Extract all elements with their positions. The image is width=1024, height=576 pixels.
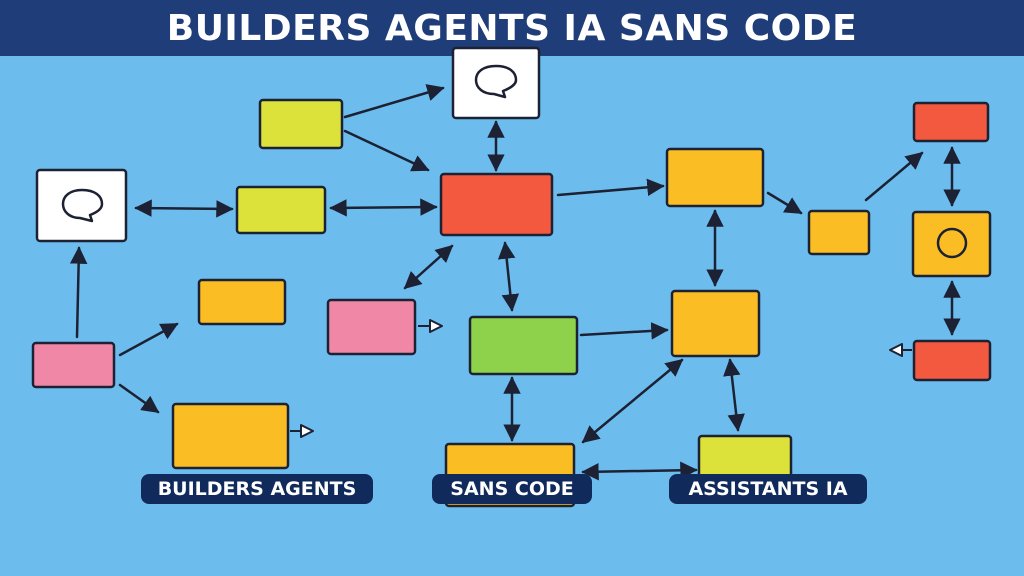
green-box <box>468 315 579 376</box>
red-box-top-right <box>912 101 990 143</box>
label-assistants-ia: ASSISTANTS IA <box>669 474 867 504</box>
chat-bubble-icon <box>61 188 104 223</box>
chat-box-top <box>451 46 541 120</box>
arrowhead-pink-out <box>418 319 443 333</box>
arrow-hub-orange <box>556 178 665 197</box>
arrow-green-orange <box>579 322 669 340</box>
arrow-hub-green <box>497 241 520 312</box>
arrow-chat-left-yellow <box>134 199 234 218</box>
yellow-green-box-top <box>258 98 344 150</box>
label-builders-agents: BUILDERS AGENTS <box>141 474 373 504</box>
arrow-yellow-hub <box>329 198 438 217</box>
chat-box-left <box>35 168 128 243</box>
circle-icon <box>936 227 968 259</box>
arrow-orange-bottom-left <box>581 358 684 444</box>
page-title: BUILDERS AGENTS IA SANS CODE <box>166 7 858 49</box>
pink-box-left <box>31 341 116 389</box>
orange-box-left <box>197 278 287 326</box>
orange-box-top <box>665 147 765 208</box>
arrow-hub-pink <box>403 244 454 290</box>
arrowhead-orange-out <box>290 424 314 438</box>
red-hub-box <box>439 172 554 237</box>
orange-small-box <box>807 209 871 256</box>
arrow-pink-to-bottom-orange <box>118 383 160 414</box>
red-box-bottom-right <box>912 339 992 382</box>
arrow-orange-small <box>766 191 803 215</box>
arrow-orange-bottom-right <box>723 358 745 432</box>
orange-box-bottom-left <box>171 402 290 470</box>
orange-circle-box <box>911 210 992 278</box>
arrow-small-red <box>864 151 924 202</box>
yellow-green-box-mid <box>235 185 327 235</box>
chat-bubble-icon <box>474 64 518 99</box>
orange-box-right <box>670 289 761 358</box>
arrowhead-red-in <box>889 343 912 357</box>
pink-box-mid <box>326 298 417 356</box>
label-sans-code: SANS CODE <box>432 474 592 504</box>
arrow-bottom-horizontal <box>581 461 698 481</box>
arrow-yellow-to-hub <box>343 129 430 172</box>
arrow-yellow-to-chat <box>343 84 445 119</box>
arrow-pink-to-chat <box>69 246 88 339</box>
arrow-pink-to-orange <box>118 322 179 357</box>
title-bar: BUILDERS AGENTS IA SANS CODE <box>0 0 1024 56</box>
